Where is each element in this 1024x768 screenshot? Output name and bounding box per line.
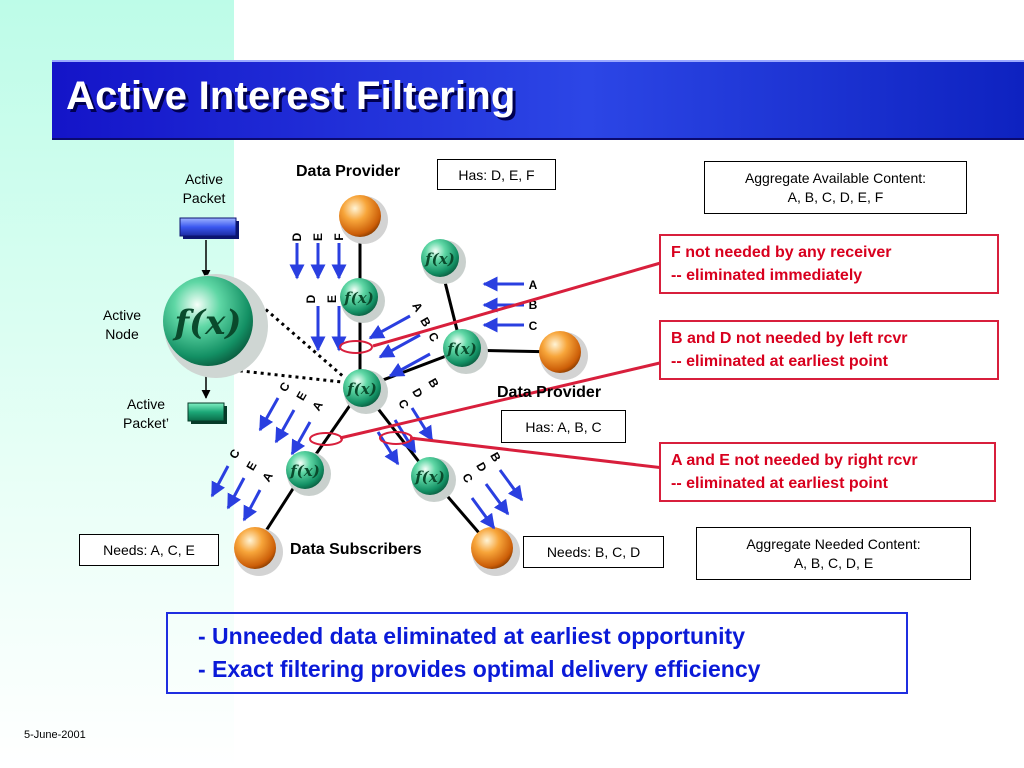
subscriber-right-sphere [471, 527, 520, 576]
flow-label: A [409, 300, 426, 315]
aggregate-needed-box: Aggregate Needed Content: A, B, C, D, E [696, 527, 971, 580]
active-node-large: f(x) [163, 274, 268, 378]
flow-label: B [529, 298, 538, 312]
svg-text:f(x): f(x) [343, 289, 374, 307]
footer-date: 5-June-2001 [24, 729, 86, 741]
svg-text:f(x): f(x) [414, 468, 445, 486]
flow-label: B [425, 376, 442, 391]
provider-right-has: Has: A, B, C [501, 410, 626, 443]
flow-arrow-cl-c [258, 397, 280, 432]
flow-arrow-ro-c [470, 497, 496, 530]
pointer-f [372, 260, 665, 348]
flow-arrow-cl-a [290, 421, 312, 456]
flow-arrow-cr-c [376, 431, 400, 466]
active-packet-prime-icon [187, 402, 227, 424]
flow-label: E [293, 389, 309, 403]
flow-arrow-lo-a [242, 489, 262, 522]
summary-box: - Unneeded data eliminated at earliest o… [166, 612, 908, 694]
flow-label: A [529, 278, 538, 292]
flow-label: B [487, 450, 504, 465]
legend-active-node-label: Active Node [102, 307, 142, 342]
flow-arrows [210, 243, 524, 530]
flow-label: C [276, 379, 293, 394]
note-ae-eliminated: A and E not needed by right rcvr -- elim… [659, 442, 996, 502]
provider-top-label: Data Provider [296, 163, 401, 180]
flow-label: D [473, 460, 490, 475]
svg-text:f(x): f(x) [289, 462, 320, 480]
flow-arrow-ro-d [484, 483, 510, 516]
provider-top-has: Has: D, E, F [437, 159, 556, 190]
pointer-bd [339, 360, 665, 440]
svg-text:f(x): f(x) [424, 250, 455, 268]
flow-arrow-rmid-b [378, 333, 421, 359]
aggregate-available-box: Aggregate Available Content: A, B, C, D,… [704, 161, 967, 214]
flow-label: C [529, 319, 538, 333]
legend-active-packet-label: Active Packet [182, 171, 226, 206]
flow-label: E [325, 295, 339, 303]
note-f-eliminated: F not needed by any receiver -- eliminat… [659, 234, 999, 294]
subscribers-label: Data Subscribers [290, 541, 422, 558]
svg-text:f(x): f(x) [446, 340, 477, 358]
flow-arrow-ro-b [498, 469, 524, 502]
subscriber-right-needs: Needs: B, C, D [523, 536, 664, 568]
flow-label: C [459, 471, 476, 486]
active-node-left: f(x) [286, 451, 331, 496]
flow-label: A [309, 398, 326, 413]
page-title: Active Interest Filtering [66, 74, 516, 118]
pointer-ae [409, 436, 665, 470]
flow-arrow-rmid-a [368, 314, 411, 340]
active-node-center: f(x) [343, 369, 388, 414]
flow-arrow-rmid-c [388, 352, 431, 378]
provider-right-label: Data Provider [497, 384, 602, 401]
flow-label: A [259, 469, 276, 484]
flow-label: C [395, 397, 412, 412]
svg-text:f(x): f(x) [346, 380, 377, 398]
flow-arrow-cl-e [274, 409, 296, 444]
flow-label: D [304, 294, 318, 303]
subscriber-left-sphere [234, 527, 283, 576]
flow-label: D [290, 232, 304, 241]
flow-label: F [332, 233, 346, 240]
filter-point-ae [379, 431, 413, 445]
active-packet-icon [179, 217, 239, 239]
active-node-right: f(x) [443, 329, 488, 374]
flow-arrow-lo-e [226, 477, 246, 510]
node-label-large: f(x) [172, 303, 241, 343]
filter-point-f [339, 340, 373, 354]
flow-label: E [243, 459, 259, 473]
active-node-right-upper: f(x) [421, 239, 466, 284]
flow-label: C [425, 330, 442, 345]
flow-arrow-cr-b [410, 407, 434, 442]
summary-line: - Unneeded data eliminated at earliest o… [198, 623, 745, 649]
provider-top-sphere [339, 195, 388, 244]
provider-right-sphere [539, 331, 588, 380]
legend-active-packet-prime-label: Active Packet’ [123, 396, 169, 431]
flow-label: E [311, 233, 325, 241]
network-links [253, 216, 561, 549]
title-bar: Active Interest Filtering [52, 60, 1024, 138]
flow-label: B [417, 315, 434, 330]
note-bd-eliminated: B and D not needed by left rcvr -- elimi… [659, 320, 999, 380]
active-node-lower-right: f(x) [411, 457, 456, 502]
active-node-top: f(x) [340, 278, 385, 323]
filter-pointers [309, 260, 665, 470]
flow-arrow-lo-c [210, 465, 230, 498]
subscriber-left-needs: Needs: A, C, E [79, 534, 219, 566]
flow-label: C [226, 446, 243, 461]
summary-line: - Exact filtering provides optimal deliv… [198, 656, 761, 682]
flow-label: D [409, 386, 426, 401]
filter-point-bd [309, 432, 343, 446]
